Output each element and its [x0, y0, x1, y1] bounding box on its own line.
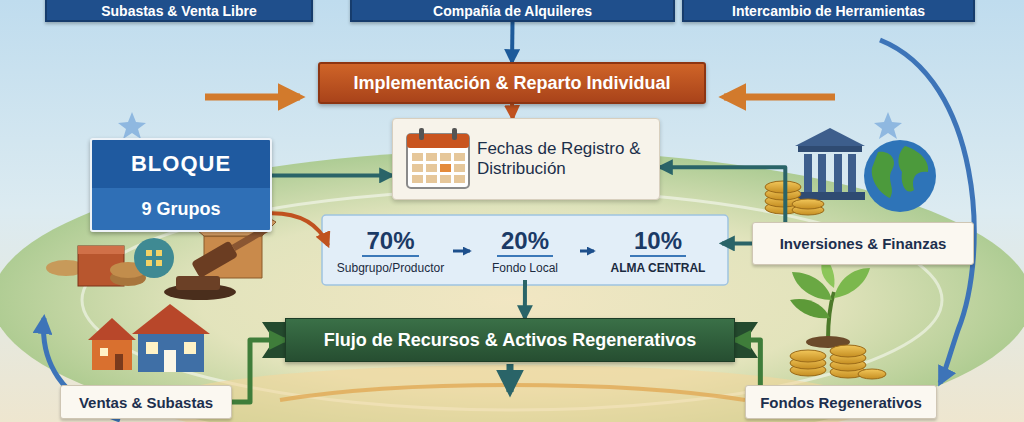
calendar-box: Fechas de Registro & Distribución	[392, 118, 660, 200]
percentage-label: Fondo Local	[492, 261, 558, 275]
category-box: Subastas & Venta Libre	[45, 0, 313, 22]
percentage-value: 20%	[497, 227, 553, 257]
percentage-label: Subgrupo/Productor	[337, 261, 444, 275]
node-text: Implementación & Reparto Individual	[353, 73, 670, 94]
flow-arrow	[722, 241, 752, 245]
flow-arrow	[735, 340, 760, 385]
percentage-label: ALMA CENTRAL	[611, 261, 706, 275]
flow-banner: Flujo de Recursos & Activos Regenerativo…	[285, 318, 735, 362]
category-box: Intercambio de Herramientas	[682, 0, 975, 22]
share-box: 20% Fondo Local	[470, 222, 580, 280]
group-title: BLOQUE	[92, 140, 270, 188]
node-text: Flujo de Recursos & Activos Regenerativo…	[324, 330, 696, 351]
node-text: Fechas de Registro & Distribución	[477, 139, 649, 179]
flow-arrow	[523, 280, 527, 318]
flow-arrow	[580, 250, 594, 253]
percentage-value: 70%	[362, 227, 418, 257]
node-text: Ventas & Subastas	[79, 394, 213, 411]
flow-arrow	[453, 250, 470, 253]
label-box: Inversiones & Finanzas	[752, 222, 974, 265]
group-count: 9 Grupos	[92, 188, 270, 230]
flow-arrow	[510, 22, 515, 62]
node-text: Subastas & Venta Libre	[101, 3, 257, 19]
label-box: Ventas & Subastas	[60, 385, 232, 419]
process-bar: Implementación & Reparto Individual	[318, 62, 706, 104]
flow-arrow	[510, 104, 515, 118]
flow-arrow	[232, 340, 285, 402]
calendar-icon	[399, 124, 477, 194]
flow-arrow	[660, 167, 785, 222]
share-box: 10% ALMA CENTRAL	[594, 222, 722, 280]
node-text: Inversiones & Finanzas	[780, 235, 947, 252]
share-box: 70% Subgrupo/Productor	[328, 222, 453, 280]
category-box: Compañía de Alquileres	[350, 0, 675, 22]
group-box: BLOQUE9 Grupos	[90, 138, 272, 232]
label-box: Fondos Regenerativos	[745, 385, 937, 419]
flow-arrow	[272, 173, 392, 177]
flow-arrow	[272, 213, 328, 245]
node-text: Intercambio de Herramientas	[732, 3, 925, 19]
node-text: Fondos Regenerativos	[760, 394, 922, 411]
percentage-value: 10%	[630, 227, 686, 257]
node-text: Compañía de Alquileres	[433, 3, 592, 19]
